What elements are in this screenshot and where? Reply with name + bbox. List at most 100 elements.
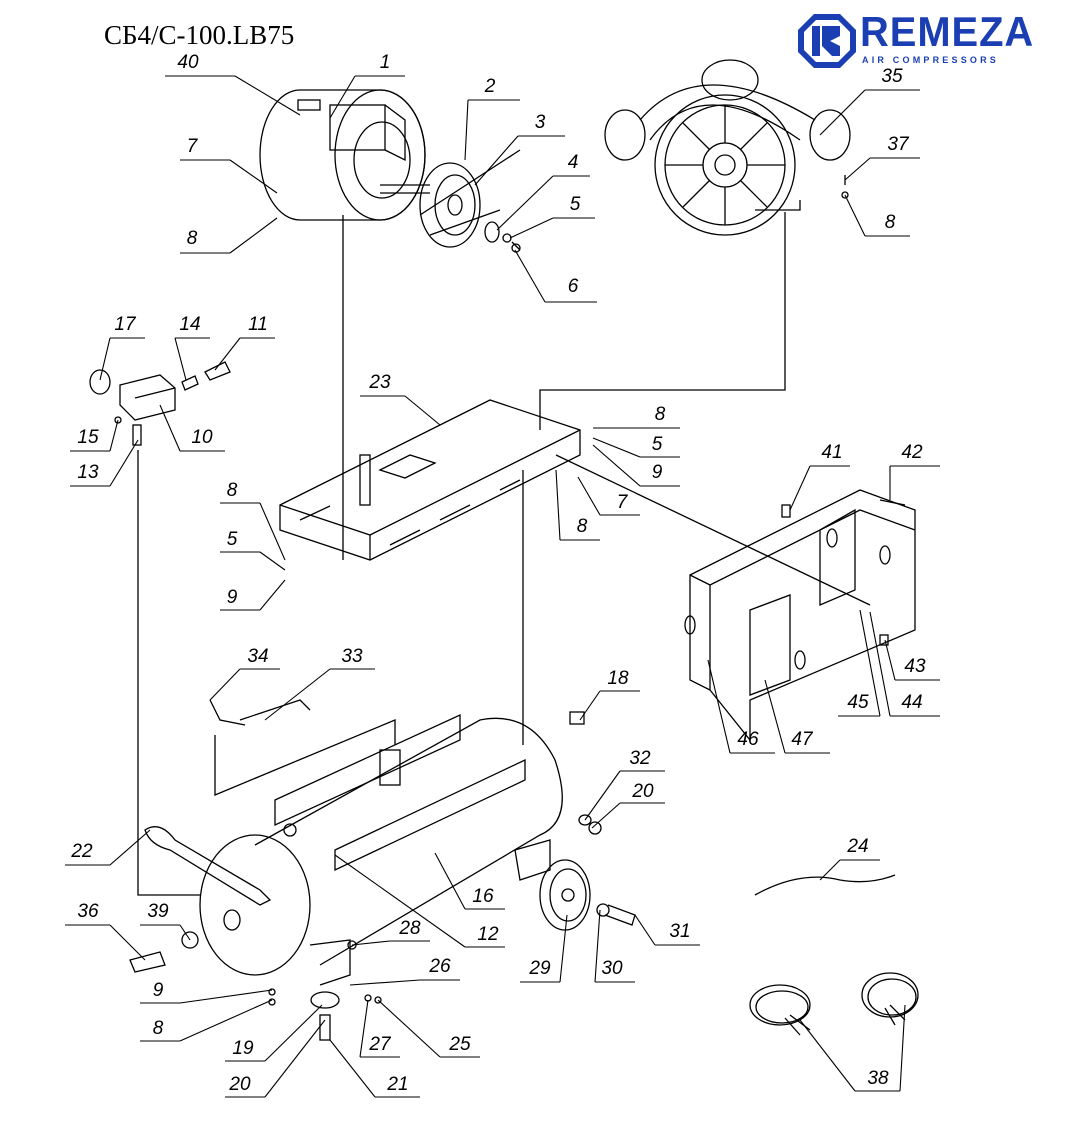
air-tank <box>129 699 602 1041</box>
callout-leader <box>99 337 111 381</box>
callout-47: 47 <box>764 679 830 754</box>
callout-46: 46 <box>707 659 775 754</box>
callout-leader <box>329 1039 376 1098</box>
callout-number: 15 <box>77 427 99 448</box>
callout-number: 8 <box>153 1018 164 1039</box>
callout-8: 8 <box>593 404 680 429</box>
callout-number: 26 <box>428 956 451 977</box>
callout-16: 16 <box>434 852 505 910</box>
callout-leader <box>584 770 621 821</box>
callout-number: 10 <box>191 427 213 448</box>
callout-45: 45 <box>838 609 881 717</box>
callout-43: 43 <box>884 639 940 681</box>
callout-leader <box>434 852 466 910</box>
callout-leader <box>404 395 441 426</box>
callout-leader <box>229 159 278 194</box>
callout-44: 44 <box>869 611 940 717</box>
callout-17: 17 <box>99 314 145 381</box>
callout-leader <box>174 337 187 381</box>
callout-number: 7 <box>617 492 629 513</box>
callout-number: 41 <box>821 442 842 463</box>
callout-leader <box>707 659 731 754</box>
callout-leader <box>259 579 286 611</box>
callout-22: 22 <box>65 829 151 866</box>
callout-number: 35 <box>881 66 903 87</box>
callout-leader <box>334 854 466 948</box>
callout-11: 11 <box>214 314 275 371</box>
assembly-lines <box>137 212 871 896</box>
callout-leader <box>109 439 139 487</box>
assembly-code-title: СБ4/С-100.LB75 <box>104 20 295 50</box>
callout-leader <box>377 999 441 1058</box>
callout-9: 9 <box>140 980 273 1004</box>
callout-number: 24 <box>846 836 868 857</box>
logo-tagline: AIR COMPRESSORS <box>862 55 1000 65</box>
callout-number: 16 <box>472 886 494 907</box>
wheel <box>539 859 636 931</box>
callout-number: 3 <box>535 112 546 133</box>
callout-number: 1 <box>380 52 391 73</box>
callout-7: 7 <box>180 136 278 194</box>
callout-8: 8 <box>140 999 273 1042</box>
callout-33: 33 <box>264 646 375 721</box>
callout-8: 8 <box>844 194 910 237</box>
callout-leader <box>179 999 273 1042</box>
callout-20: 20 <box>225 1019 326 1098</box>
callout-leader <box>349 979 421 986</box>
callout-number: 8 <box>655 404 666 425</box>
callout-number: 4 <box>568 152 579 173</box>
callout-number: 33 <box>341 646 363 667</box>
callout-37: 37 <box>844 134 920 181</box>
callout-32: 32 <box>584 748 665 821</box>
callout-14: 14 <box>174 314 210 381</box>
callout-8: 8 <box>180 217 278 254</box>
callout-leader <box>884 639 896 681</box>
callout-leader <box>591 802 621 829</box>
callout-leader <box>764 679 786 754</box>
callout-number: 7 <box>187 136 199 157</box>
callout-9: 9 <box>592 444 680 487</box>
callout-24: 24 <box>819 836 880 881</box>
callout-leader <box>634 914 656 946</box>
callout-leader <box>799 1019 856 1092</box>
callout-28: 28 <box>351 918 430 946</box>
callout-number: 17 <box>114 314 137 335</box>
callout-number: 12 <box>477 924 499 945</box>
callout-leader <box>234 75 301 116</box>
callout-41: 41 <box>789 442 850 511</box>
remeza-logo: REMEZA AIR COMPRESSORS <box>796 8 1036 70</box>
callout-leader <box>496 175 554 231</box>
cable-coils <box>749 972 919 1036</box>
compressor-pump <box>604 59 851 236</box>
callout-27: 27 <box>359 999 400 1058</box>
callout-leader <box>329 75 356 119</box>
callout-leader <box>555 469 561 541</box>
callout-15: 15 <box>70 419 119 452</box>
callout-5: 5 <box>509 194 595 239</box>
callout-number: 18 <box>607 668 629 689</box>
callout-number: 14 <box>179 314 200 335</box>
callout-leader <box>109 924 146 961</box>
callout-number: 22 <box>70 841 93 862</box>
callout-number: 8 <box>227 480 238 501</box>
callout-leader <box>109 829 151 866</box>
callout-leader <box>592 444 641 487</box>
callout-6: 6 <box>514 249 597 303</box>
callout-leader <box>474 135 519 186</box>
callout-1: 1 <box>329 52 405 119</box>
callout-35: 35 <box>819 66 920 136</box>
callout-19: 19 <box>225 1004 323 1062</box>
electric-motor <box>259 89 430 221</box>
callout-5: 5 <box>220 529 286 571</box>
callout-31: 31 <box>634 914 700 946</box>
callout-21: 21 <box>329 1039 420 1098</box>
callout-number: 44 <box>901 692 922 713</box>
callout-number: 28 <box>398 918 421 939</box>
callout-leader <box>109 419 119 452</box>
callout-leader <box>259 502 286 561</box>
callout-leader <box>579 690 601 721</box>
callout-13: 13 <box>70 439 139 487</box>
callout-number: 11 <box>248 314 268 335</box>
